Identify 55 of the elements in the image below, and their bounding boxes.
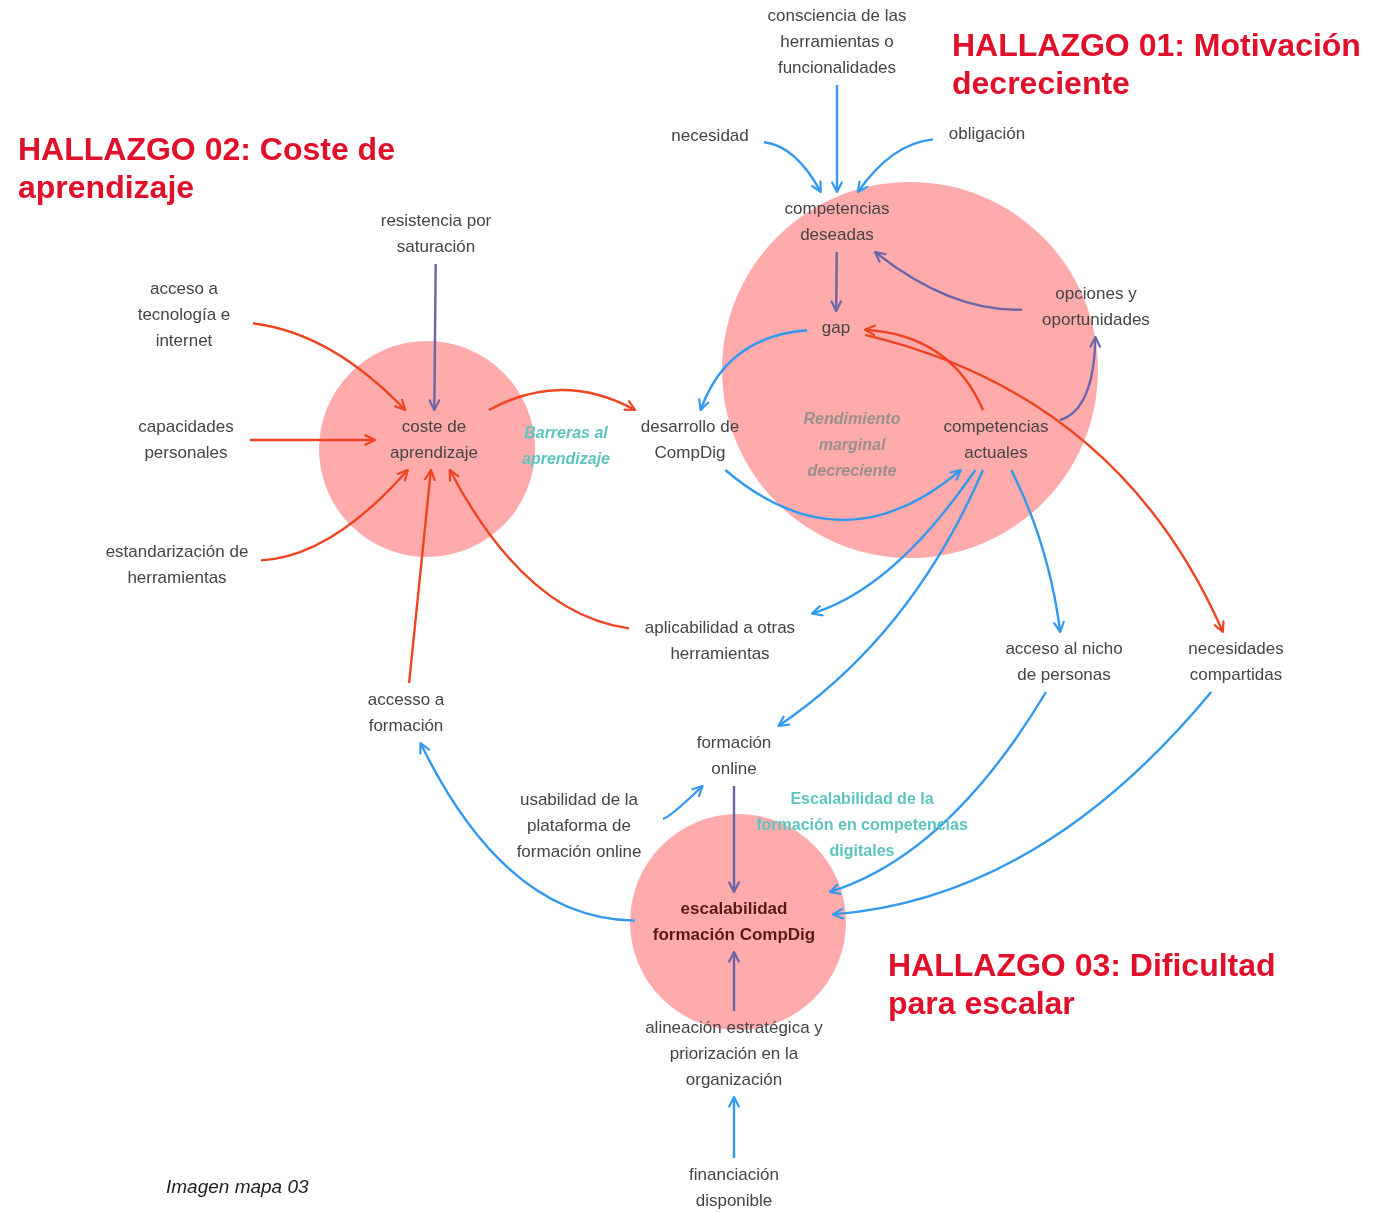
variable-label: formación online xyxy=(684,730,784,782)
variable-label: competencias deseadas xyxy=(772,196,902,248)
arrow xyxy=(1010,469,1065,634)
arrow xyxy=(407,468,436,684)
arrow xyxy=(763,141,822,194)
arrow xyxy=(831,691,1213,920)
variable-label: acceso al nicho de personas xyxy=(994,636,1134,688)
arrow xyxy=(831,85,843,194)
arrow xyxy=(488,388,637,412)
arrow xyxy=(873,250,1022,311)
variable-label: necesidad xyxy=(660,123,760,149)
arrow xyxy=(1059,335,1101,422)
variable-label: acceso a tecnología e internet xyxy=(119,276,249,354)
caption: Imagen mapa 03 xyxy=(166,1176,309,1198)
variable-label: aplicabilidad a otras herramientas xyxy=(632,615,808,667)
finding-heading: HALLAZGO 02: Coste de aprendizaje xyxy=(18,130,396,206)
variable-label: capacidades personales xyxy=(126,414,246,466)
arrow xyxy=(863,324,985,411)
variable-label: alineación estratégica y priorización en la organización xyxy=(629,1015,839,1093)
variable-label: coste de aprendizaje xyxy=(379,414,489,466)
finding-heading: HALLAZGO 01: Motivación decreciente xyxy=(952,26,1362,102)
variable-label: opciones y oportunidades xyxy=(1026,281,1166,333)
arrow xyxy=(810,469,977,616)
variable-label: consciencia de las herramientas o funcionalidades xyxy=(752,3,922,81)
arrow xyxy=(728,1095,740,1158)
arrow xyxy=(856,138,934,194)
variable-label: estandarización de herramientas xyxy=(97,539,257,591)
arrow xyxy=(864,333,1225,634)
variable-label: usabilidad de la plataforma de formación online xyxy=(499,787,659,865)
variable-label: resistencia por saturación xyxy=(366,208,506,260)
variable-label: necesidades compartidas xyxy=(1176,636,1296,688)
arrow xyxy=(662,784,704,820)
arrow xyxy=(777,469,985,728)
variable-label: desarrollo de CompDig xyxy=(630,414,750,466)
variable-label: obligación xyxy=(937,121,1037,147)
variable-label: competencias actuales xyxy=(936,414,1056,466)
arrow xyxy=(830,252,843,313)
variable-label: gap xyxy=(811,315,861,341)
arrow xyxy=(419,741,636,922)
arrow xyxy=(448,468,630,630)
arrow xyxy=(252,322,407,412)
arrow xyxy=(698,329,808,412)
arrow xyxy=(724,468,962,522)
arrow xyxy=(250,434,377,446)
variable-label: escalabilidad formación CompDig xyxy=(639,896,829,948)
arrow xyxy=(828,691,1047,895)
arrow xyxy=(260,468,409,562)
finding-heading: HALLAZGO 03: Dificultad para escalar xyxy=(888,946,1277,1022)
variable-label: accesso a formación xyxy=(356,687,456,739)
loop-label: Rendimiento marginal decreciente xyxy=(802,409,902,481)
variable-label: financiación disponible xyxy=(684,1162,784,1212)
arrow xyxy=(428,264,441,412)
loop-label: Barreras al aprendizaje xyxy=(521,423,611,469)
arrow xyxy=(728,950,740,1011)
arrow xyxy=(728,786,740,894)
